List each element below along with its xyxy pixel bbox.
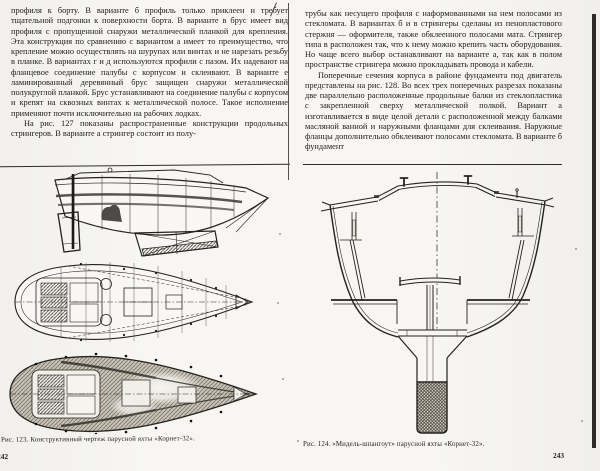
figure-top-rule bbox=[303, 164, 562, 165]
paragraph: Поперечные сечения корпуса в районе фунд… bbox=[305, 70, 562, 152]
yacht-deck-plan-drawing bbox=[14, 262, 254, 342]
figure-caption: Рис. 123. Конструктивный чертеж парусной… bbox=[0, 435, 195, 444]
scan-speck bbox=[277, 302, 279, 304]
page-gutter-line bbox=[288, 3, 290, 180]
paragraph: На рис. 127 показаны распространенные ко… bbox=[11, 118, 288, 138]
scan-speck bbox=[279, 233, 281, 235]
yacht-side-profile-drawing bbox=[54, 167, 270, 257]
page-number: 243 bbox=[553, 451, 565, 460]
scan-speck bbox=[297, 440, 299, 442]
scan-speck bbox=[575, 248, 577, 250]
yacht-construction-drawing bbox=[9, 167, 270, 434]
midship-section-drawing bbox=[320, 172, 555, 434]
page-number: 242 bbox=[0, 452, 9, 461]
scan-speck bbox=[581, 420, 583, 422]
scan-edge-bar bbox=[592, 14, 596, 448]
figure-caption: Рис. 124. «Мидель-шпангоут» парусной яхт… bbox=[303, 441, 485, 448]
right-page-text: трубы как несущего профиля с наформованн… bbox=[305, 9, 562, 163]
yacht-deck-plan-shaded-drawing bbox=[9, 352, 258, 434]
left-page-text: профиля к борту. В варианте б профиль то… bbox=[11, 6, 288, 162]
paragraph: профиля к борту. В варианте б профиль то… bbox=[11, 6, 288, 118]
scan-speck bbox=[282, 378, 284, 380]
paragraph: трубы как несущего профиля с наформованн… bbox=[305, 9, 562, 70]
